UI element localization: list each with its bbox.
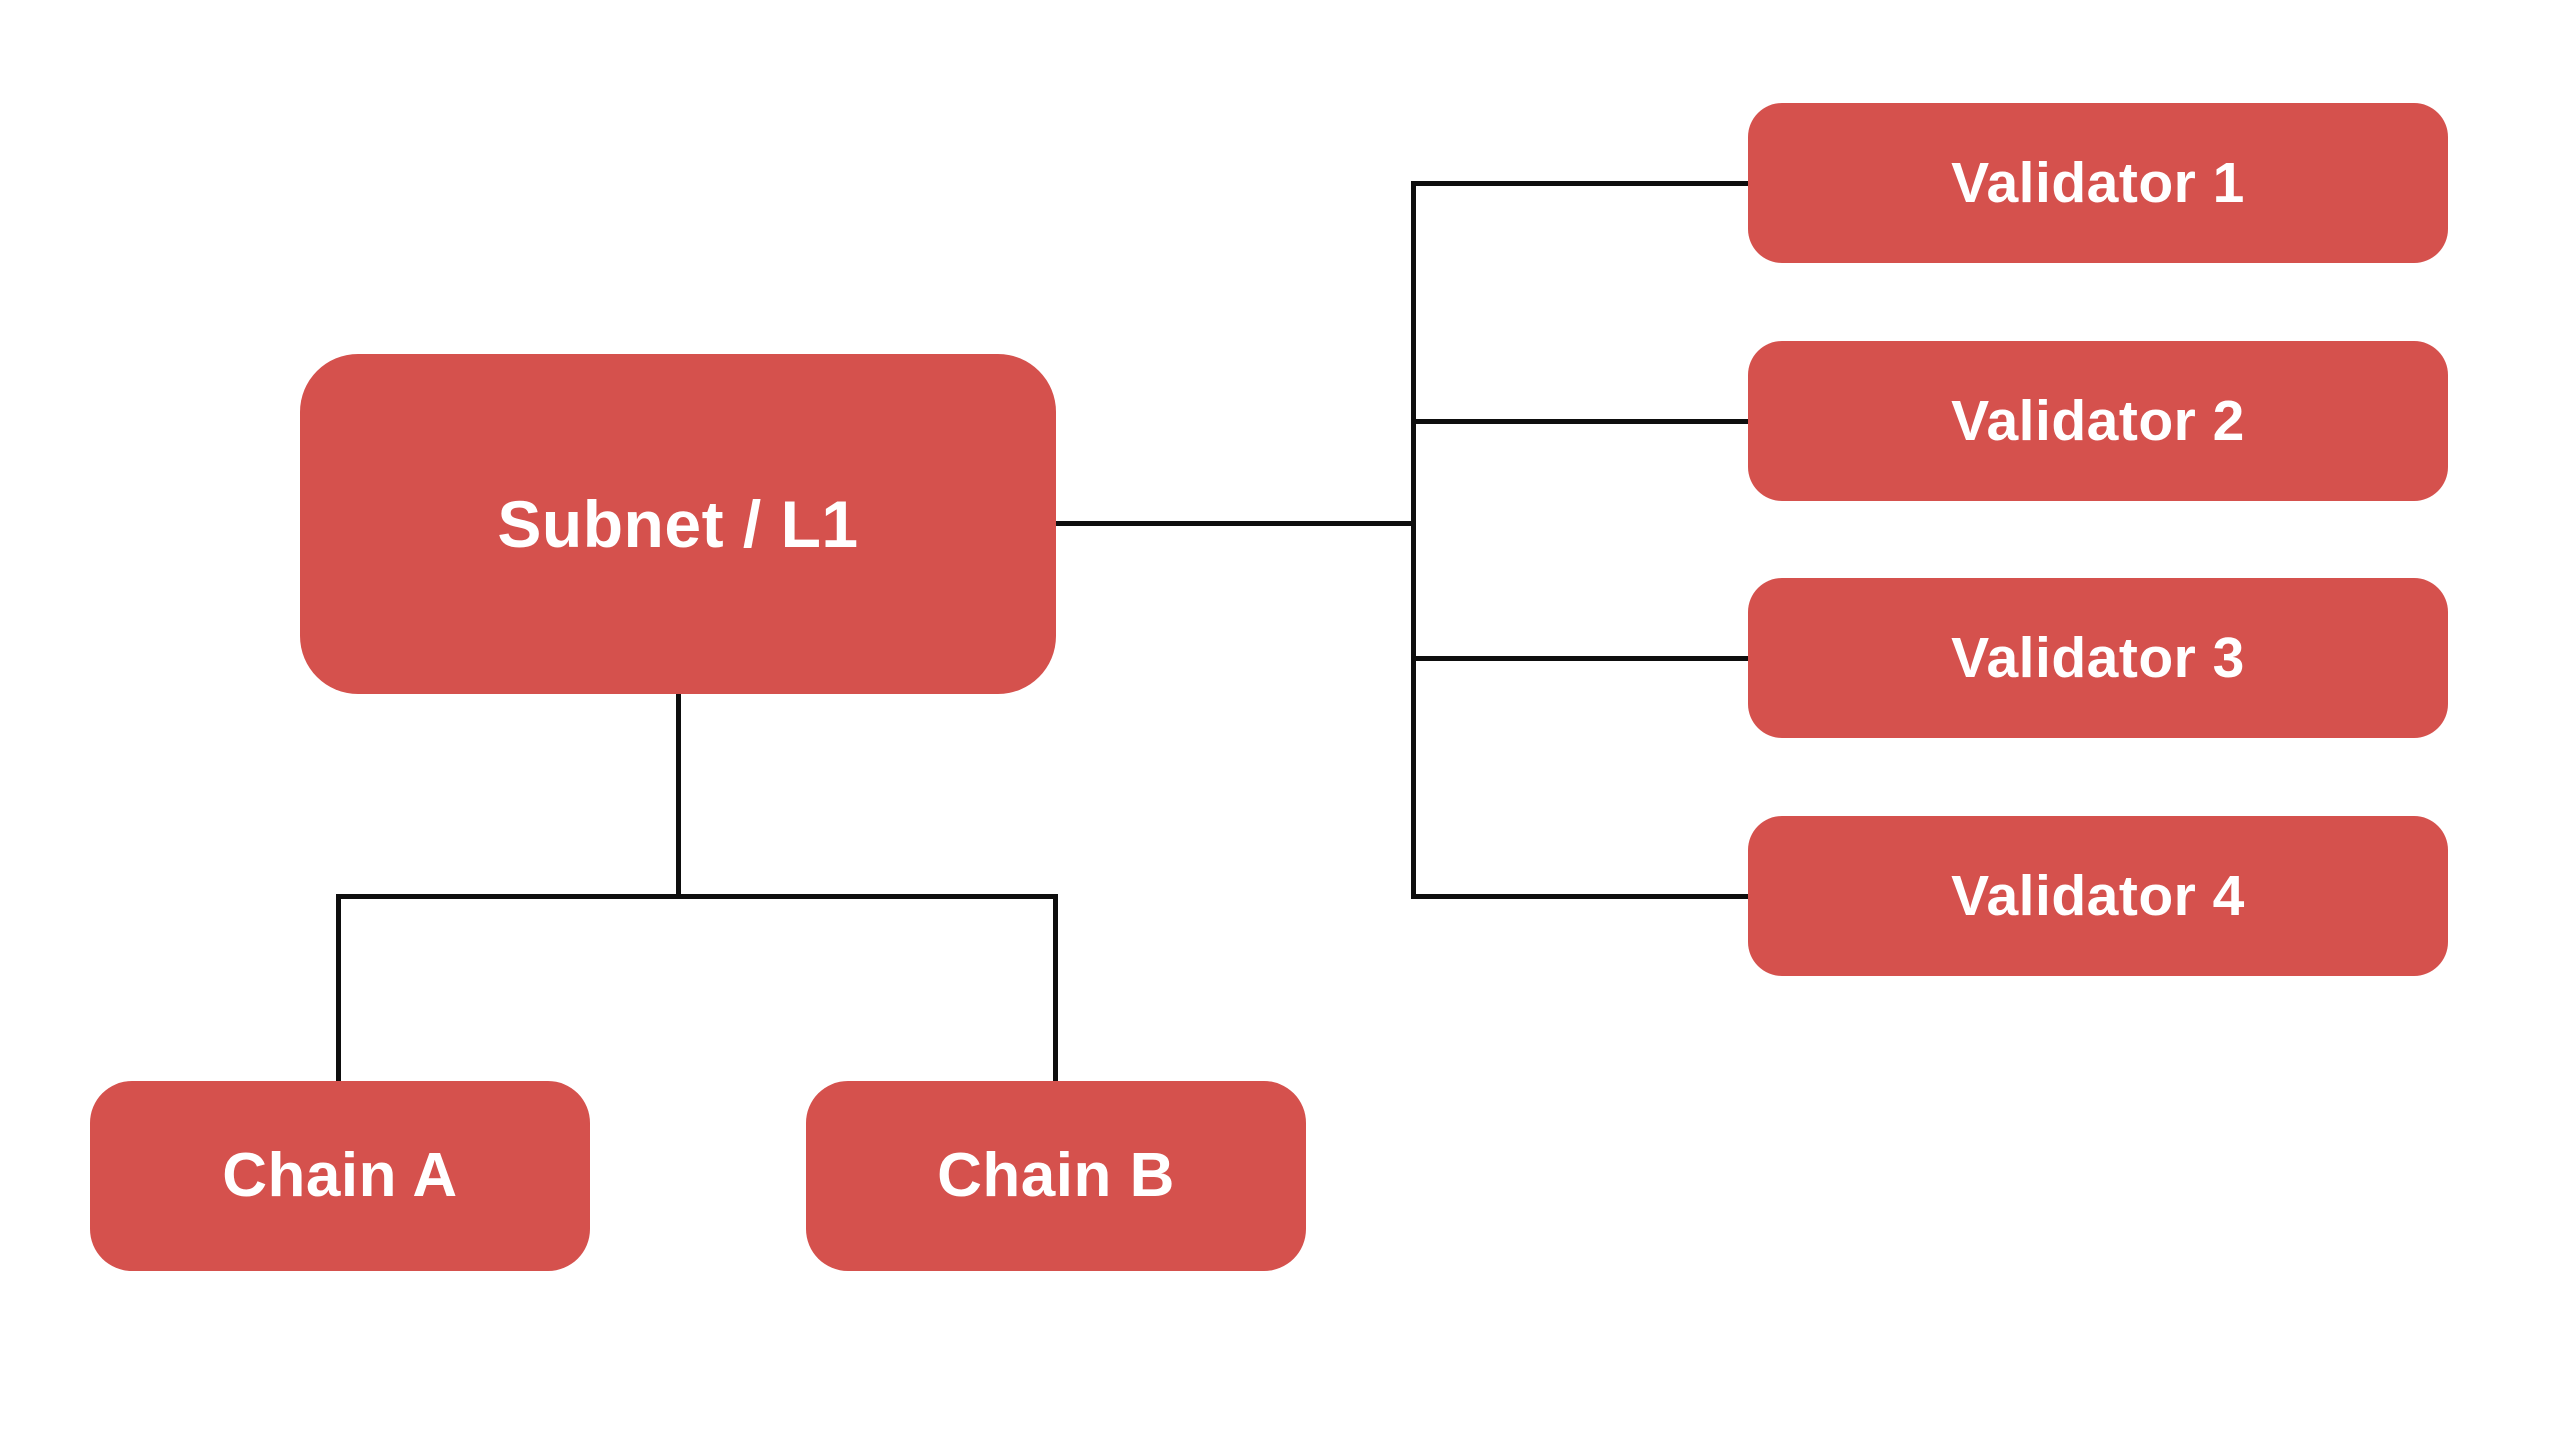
edge-trunk-to-validator-4 [1413, 894, 1748, 899]
edge-trunk-to-validator-2 [1413, 419, 1748, 424]
edge-bar-to-chain-a [336, 894, 341, 1081]
node-validator-2: Validator 2 [1748, 341, 2448, 501]
node-validator-1: Validator 1 [1748, 103, 2448, 263]
edge-validator-trunk [1411, 181, 1416, 899]
node-validator-4-label: Validator 4 [1951, 863, 2245, 928]
node-chain-b-label: Chain B [937, 1140, 1175, 1210]
node-validator-3-label: Validator 3 [1951, 625, 2245, 690]
node-subnet-l1: Subnet / L1 [300, 354, 1056, 694]
edge-subnet-to-validator-trunk [1056, 521, 1413, 526]
edge-subnet-down [676, 694, 681, 897]
edge-bar-to-chain-b [1053, 894, 1058, 1081]
edge-chain-bar [336, 894, 1058, 899]
node-validator-1-label: Validator 1 [1951, 150, 2245, 215]
node-chain-b: Chain B [806, 1081, 1306, 1271]
node-validator-3: Validator 3 [1748, 578, 2448, 738]
node-validator-4: Validator 4 [1748, 816, 2448, 976]
node-chain-a: Chain A [90, 1081, 590, 1271]
node-subnet-l1-label: Subnet / L1 [497, 486, 859, 561]
node-chain-a-label: Chain A [222, 1140, 458, 1210]
edge-trunk-to-validator-1 [1413, 181, 1748, 186]
node-validator-2-label: Validator 2 [1951, 388, 2245, 453]
edge-trunk-to-validator-3 [1413, 656, 1748, 661]
